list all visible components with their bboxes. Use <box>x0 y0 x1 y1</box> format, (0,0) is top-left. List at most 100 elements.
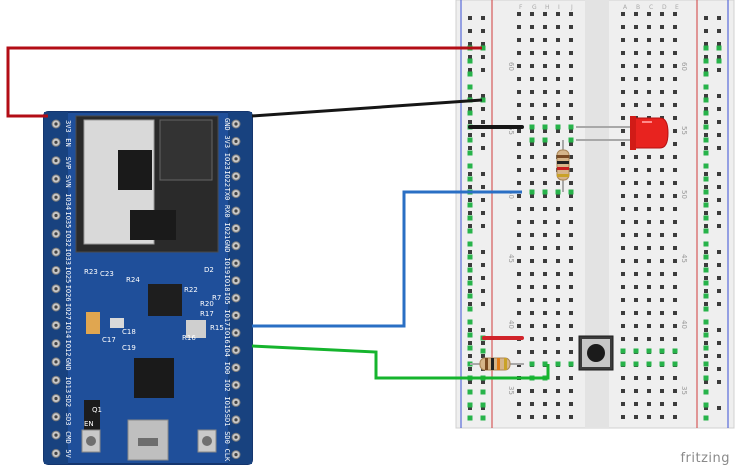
breadboard-hole <box>556 402 560 406</box>
rail-hole <box>717 198 721 202</box>
component-label: R23 <box>84 268 98 276</box>
resistor-icon[interactable] <box>470 357 524 371</box>
breadboard-hole <box>543 155 547 159</box>
connected-hole <box>703 58 709 64</box>
breadboard-hole <box>530 90 534 94</box>
breadboard-hole <box>647 12 651 16</box>
breadboard-hole <box>530 220 534 224</box>
connected-hole <box>703 137 709 143</box>
connected-hole <box>703 110 709 116</box>
usb-port-slot <box>138 438 158 446</box>
connected-hole <box>467 267 473 273</box>
breadboard-hole <box>543 142 547 146</box>
breadboard-hole <box>556 233 560 237</box>
connected-hole <box>555 124 561 130</box>
rail-hole <box>704 354 708 358</box>
connected-hole <box>703 267 709 273</box>
connected-hole <box>467 202 473 208</box>
rail-hole <box>468 107 472 111</box>
pin-label: IO18 <box>223 275 231 292</box>
rail-hole <box>468 250 472 254</box>
breadboard-hole <box>621 324 625 328</box>
breadboard-hole <box>673 116 677 120</box>
breadboard-hole <box>569 233 573 237</box>
pin-hole-center <box>54 287 58 291</box>
connected-hole <box>716 58 722 64</box>
breadboard-hole <box>517 402 521 406</box>
pin-hole-center <box>234 122 238 126</box>
breadboard-hole <box>556 90 560 94</box>
rail-hole <box>481 146 485 150</box>
red-wire[interactable] <box>6 46 482 118</box>
col-letter: D <box>662 4 667 11</box>
breadboard-hole <box>673 402 677 406</box>
breadboard-hole <box>634 246 638 250</box>
pushbutton-icon[interactable] <box>578 335 614 371</box>
rail-hole <box>468 211 472 215</box>
breadboard-hole <box>530 298 534 302</box>
rail-hole <box>481 341 485 345</box>
breadboard-hole <box>660 38 664 42</box>
rail-hole <box>717 133 721 137</box>
breadboard-hole <box>543 324 547 328</box>
pin-hole-center <box>234 348 238 352</box>
breadboard-hole <box>634 337 638 341</box>
breadboard-hole <box>647 168 651 172</box>
breadboard-hole <box>647 233 651 237</box>
black-wire[interactable] <box>251 98 483 118</box>
resistor-icon[interactable] <box>556 140 570 192</box>
connected-hole <box>467 389 473 395</box>
rail-hole <box>481 224 485 228</box>
breadboard-hole <box>543 51 547 55</box>
rail-hole <box>717 380 721 384</box>
breadboard-hole <box>634 389 638 393</box>
breadboard-hole <box>634 51 638 55</box>
connected-hole <box>480 415 486 421</box>
pin-label: EN <box>64 138 72 146</box>
breadboard-hole <box>517 311 521 315</box>
breadboard-hole <box>569 116 573 120</box>
breadboard-hole <box>673 25 677 29</box>
rail-hole <box>481 263 485 267</box>
breadboard-hole <box>543 103 547 107</box>
connected-hole <box>633 361 639 367</box>
connected-hole <box>703 163 709 169</box>
breadboard-hole <box>530 285 534 289</box>
pin-label: 5V <box>64 449 72 458</box>
breadboard-hole <box>634 311 638 315</box>
led-icon[interactable] <box>576 116 669 150</box>
pin-label: IO33 <box>64 248 72 265</box>
breadboard-hole <box>647 402 651 406</box>
breadboard-hole <box>517 181 521 185</box>
blue-wire[interactable] <box>252 190 522 328</box>
breadboard-hole <box>517 25 521 29</box>
rail-hole <box>468 406 472 410</box>
breadboard-hole <box>530 12 534 16</box>
breadboard-hole <box>660 194 664 198</box>
breadboard-hole <box>673 129 677 133</box>
pin-label: SD1 <box>223 414 231 427</box>
rail-hole <box>717 302 721 306</box>
breadboard-hole <box>569 51 573 55</box>
breadboard-hole <box>621 402 625 406</box>
breadboard-hole <box>647 51 651 55</box>
rail-hole <box>717 367 721 371</box>
breadboard-hole <box>543 64 547 68</box>
breadboard-hole <box>517 415 521 419</box>
rail-hole <box>704 120 708 124</box>
breadboard-hole <box>530 337 534 341</box>
rail-hole <box>481 289 485 293</box>
breadboard-hole <box>556 376 560 380</box>
row-number: 45 <box>507 254 515 263</box>
connected-hole <box>703 254 709 260</box>
breadboard-hole <box>543 272 547 276</box>
rail-hole <box>481 16 485 20</box>
breadboard-hole <box>634 90 638 94</box>
breadboard-hole <box>517 272 521 276</box>
green-wire[interactable] <box>251 344 550 380</box>
breadboard-hole <box>543 129 547 133</box>
breadboard-hole <box>673 324 677 328</box>
pin-label: TX0 <box>223 188 231 201</box>
